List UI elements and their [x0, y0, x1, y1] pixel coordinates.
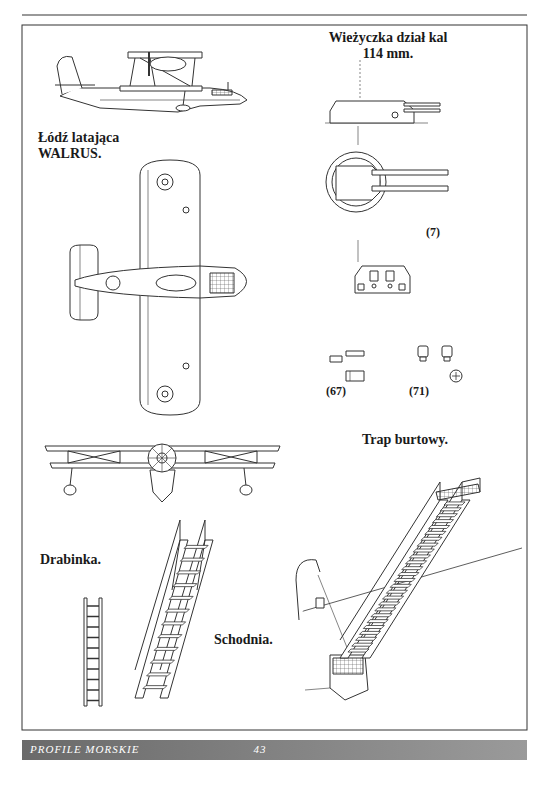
callout-number: (7)	[426, 226, 456, 240]
stair-step	[169, 596, 193, 599]
stair-step	[379, 602, 400, 605]
accommodation-ladder-drawing	[296, 478, 522, 700]
stair-step	[363, 626, 384, 629]
part-71	[418, 346, 462, 382]
stair-step	[394, 578, 415, 581]
stair-step	[165, 609, 189, 612]
ladder-title: Trap burtowy.	[362, 432, 492, 448]
stair-step	[433, 520, 454, 523]
turret-114mm	[325, 60, 448, 293]
ladder-title: Drabinka.	[40, 552, 130, 568]
walrus-side-view	[55, 52, 247, 112]
stair-step	[147, 673, 171, 676]
stair-step	[162, 622, 186, 625]
stair-step	[352, 643, 373, 646]
ladder-rung	[87, 626, 99, 628]
stair-step	[348, 649, 369, 652]
ladder-rung	[87, 700, 99, 702]
gangway-title: Schodnia.	[214, 632, 304, 648]
gangway-drawing	[135, 520, 213, 698]
stair-step	[359, 631, 380, 634]
stair-step	[398, 573, 419, 576]
stair-step	[371, 614, 392, 617]
ladder-rung	[87, 616, 99, 618]
stair-step	[158, 635, 182, 638]
stair-step	[356, 637, 377, 640]
stair-step	[367, 620, 388, 623]
stair-step	[402, 567, 423, 570]
stair-step	[143, 686, 167, 689]
magazine-name: PROFILE MORSKIE	[30, 743, 230, 756]
stair-step	[425, 531, 446, 534]
stair-step	[386, 590, 407, 593]
stair-step	[375, 608, 396, 611]
ladder-drawing	[84, 598, 102, 706]
stair-step	[390, 584, 411, 587]
stair-step	[383, 596, 404, 599]
ladder-rung	[87, 637, 99, 639]
turret-title: Wieżyczka dział kal 114 mm.	[318, 30, 458, 62]
callout-number: (71)	[409, 385, 445, 399]
stair-step	[421, 537, 442, 540]
page-number: 43	[240, 743, 280, 756]
stair-step	[440, 508, 461, 511]
stair-step	[406, 561, 427, 564]
stair-step	[444, 502, 465, 505]
page-frame	[22, 15, 527, 760]
ladder-rung	[87, 647, 99, 649]
stair-step	[184, 545, 208, 548]
part-67	[330, 351, 364, 381]
ladder-rung	[87, 679, 99, 681]
stair-step	[180, 558, 204, 561]
stair-step	[417, 543, 438, 546]
stair-step	[436, 514, 457, 517]
walrus-front-view	[45, 444, 280, 502]
stair-step	[409, 555, 430, 558]
stair-step	[173, 584, 197, 587]
aircraft-title: Łódź latająca WALRUS.	[38, 130, 158, 162]
stair-step	[177, 571, 201, 574]
stair-step	[413, 549, 434, 552]
stair-step	[154, 647, 178, 650]
ladder-rung	[87, 658, 99, 660]
stair-step	[429, 525, 450, 528]
ladder-rung	[87, 689, 99, 691]
ladder-rung	[87, 668, 99, 670]
walrus-top-view	[70, 160, 247, 415]
stair-step	[150, 660, 174, 663]
ladder-rung	[87, 605, 99, 607]
callout-number: (67)	[326, 385, 362, 399]
